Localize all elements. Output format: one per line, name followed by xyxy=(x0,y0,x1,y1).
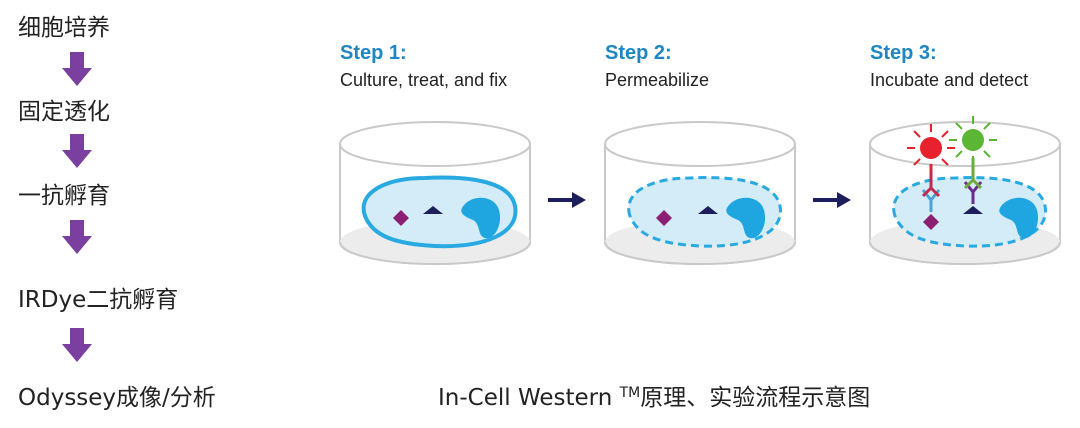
triangle-marker xyxy=(963,206,983,214)
process-arrow-icon xyxy=(813,192,851,208)
primary-antibody-purple xyxy=(963,181,983,204)
well-step-2 xyxy=(604,121,796,265)
well-step-3 xyxy=(869,116,1061,265)
diamond-marker xyxy=(393,210,409,226)
red-dye-icon xyxy=(907,124,955,172)
step-3-heading: Step 3: xyxy=(870,42,937,64)
flow-step-cell-culture: 细胞培养 xyxy=(18,15,110,41)
triangle-marker xyxy=(423,206,443,214)
flow-step-primary-antibody: 一抗孵育 xyxy=(18,183,110,209)
step-2-heading: Step 2: xyxy=(605,42,672,64)
caption-rest: 原理、实验流程示意图 xyxy=(640,385,871,411)
process-arrow-icon xyxy=(548,192,586,208)
primary-antibody-blue xyxy=(921,189,941,212)
well-step-1 xyxy=(339,121,531,265)
nucleus-shape xyxy=(726,197,766,239)
nucleus-shape xyxy=(999,197,1039,239)
trademark-mark: TM xyxy=(619,385,641,401)
step-1-description: Culture, treat, and fix xyxy=(340,70,508,90)
flow-step-secondary-antibody: IRDye二抗孵育 xyxy=(18,287,179,313)
down-arrow-icon xyxy=(62,134,92,168)
diamond-marker xyxy=(923,214,939,230)
flow-step-imaging: Odyssey成像/分析 xyxy=(18,385,216,411)
caption-main: In-Cell Western xyxy=(438,385,620,411)
down-arrow-icon xyxy=(62,52,92,86)
diamond-marker xyxy=(656,210,672,226)
down-arrow-icon xyxy=(62,328,92,362)
nucleus-shape xyxy=(461,197,501,239)
triangle-marker xyxy=(698,206,718,214)
step-2-description: Permeabilize xyxy=(605,70,710,90)
flow-step-fix-permeabilize: 固定透化 xyxy=(18,99,110,125)
down-arrow-icon xyxy=(62,220,92,254)
step-1-heading: Step 1: xyxy=(340,42,407,64)
step-3-description: Incubate and detect xyxy=(870,70,1029,90)
green-dye-icon xyxy=(949,116,997,164)
diagram-caption: In-Cell Western TM原理、实验流程示意图 xyxy=(438,378,870,412)
